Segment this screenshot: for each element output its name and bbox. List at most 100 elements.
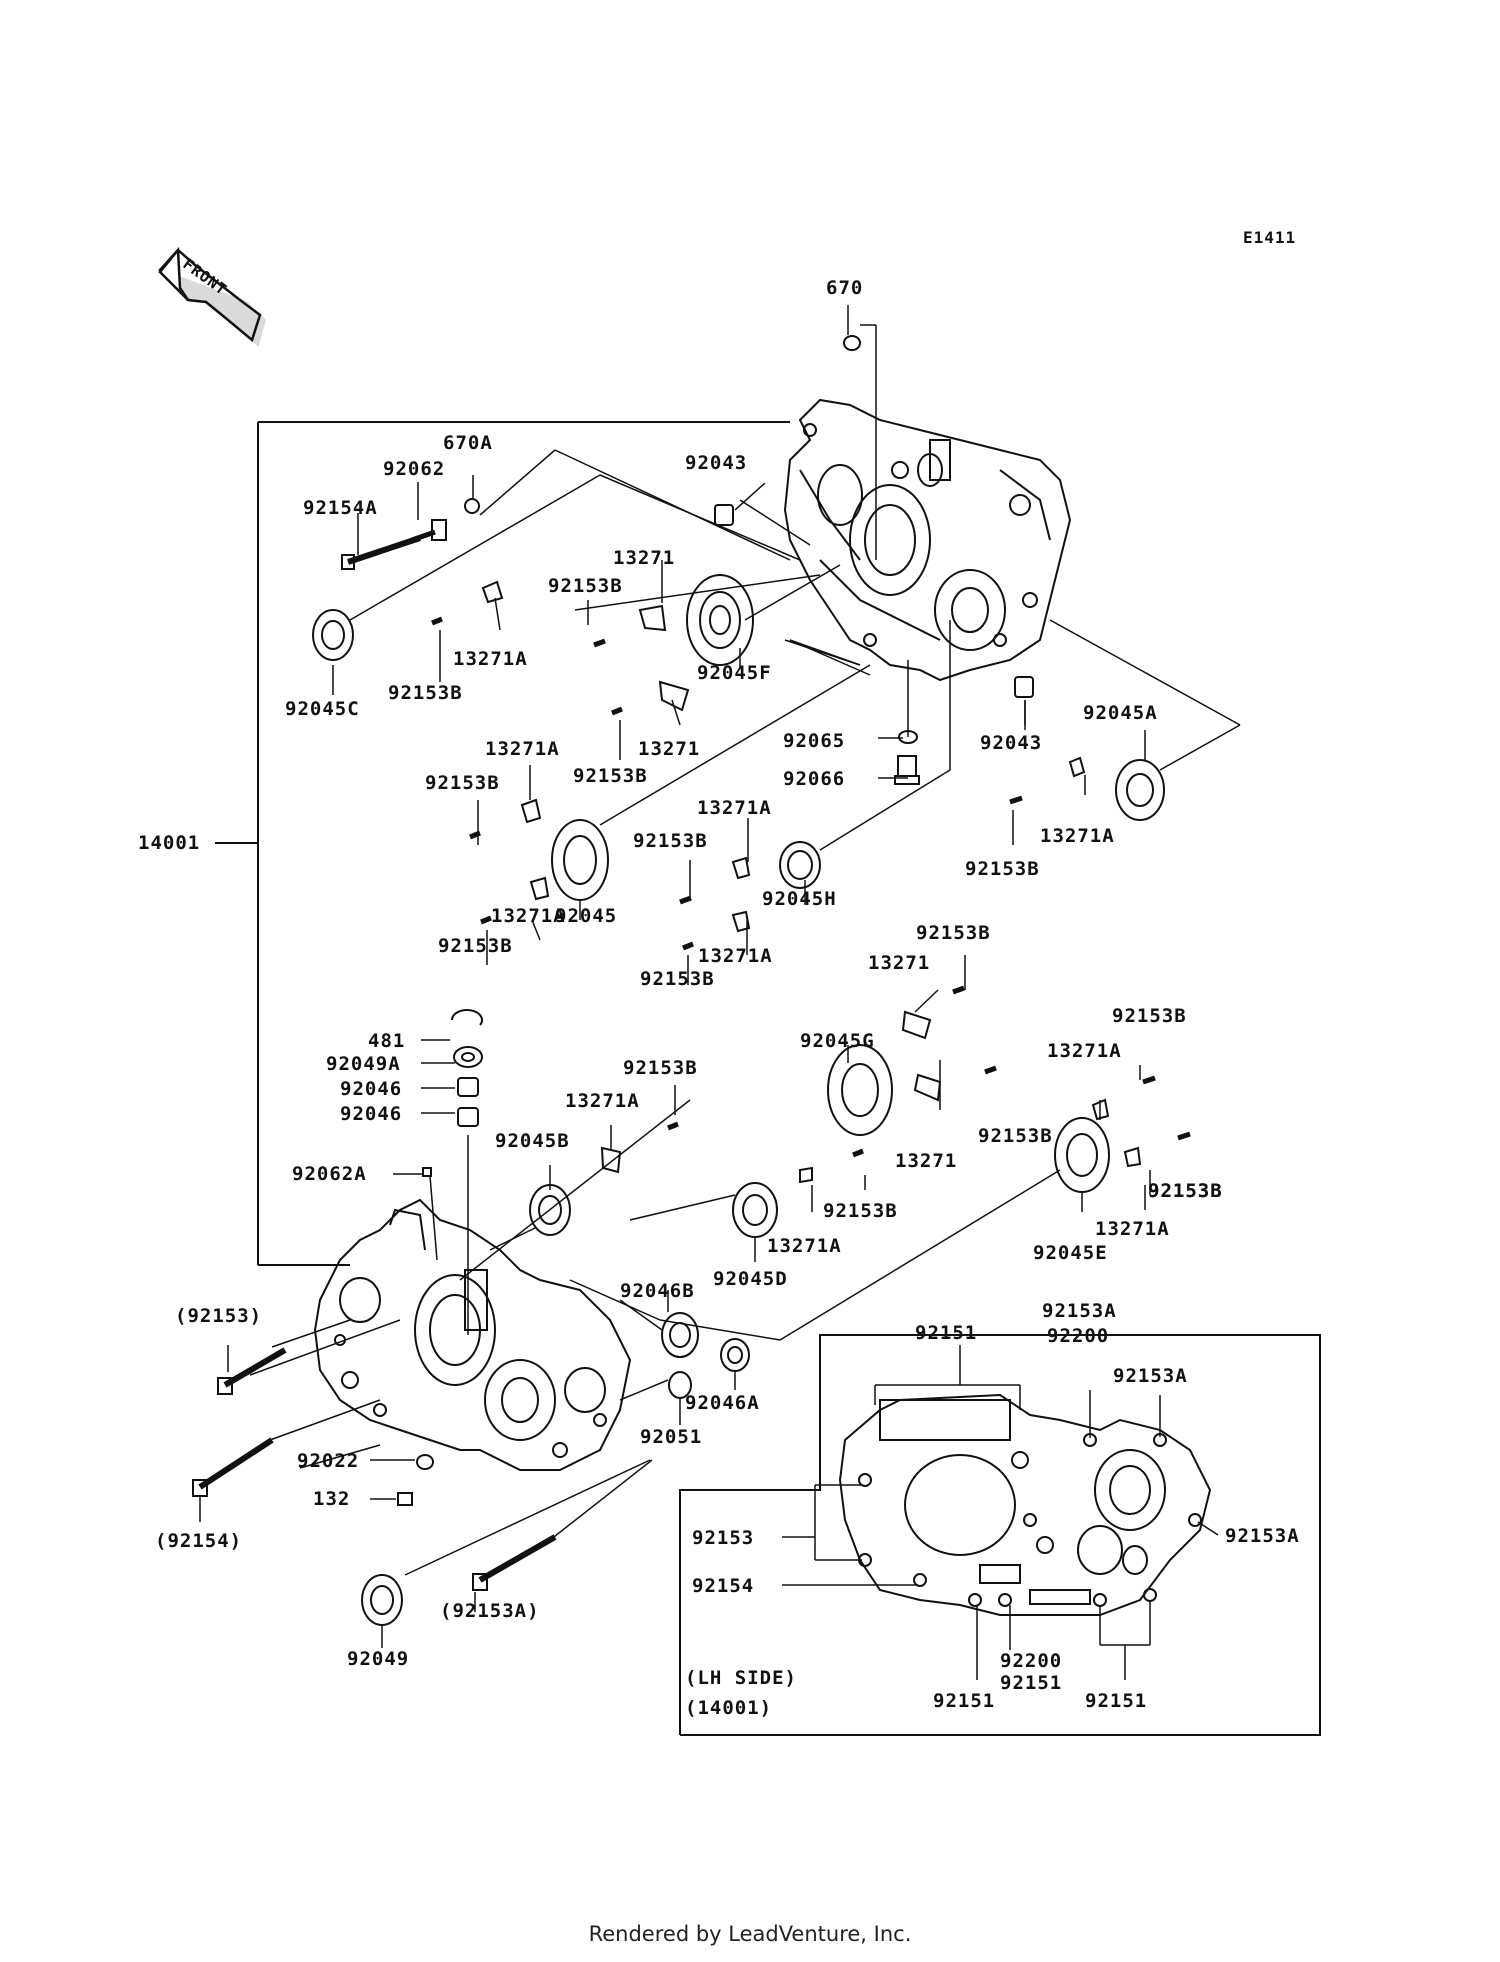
part-label-13271A: 13271A — [453, 648, 528, 670]
part-label-13271A: 13271A — [698, 945, 773, 967]
part-label-92153-paren: (92153) — [175, 1305, 263, 1327]
part-label-92153B: 92153B — [1148, 1180, 1223, 1202]
bolt-92154A-icon — [341, 535, 421, 570]
bolt-92153A-icon — [472, 1534, 557, 1591]
part-label-92049A: 92049A — [326, 1053, 401, 1075]
lh-label-92154: 92154 — [692, 1575, 755, 1597]
part-label-92153B: 92153B — [1148, 1180, 1223, 1202]
lh-label-92151: 92151 — [915, 1322, 978, 1344]
part-label-92153B: 92153B — [965, 858, 1040, 880]
part-label-92046A: 92046A — [685, 1392, 760, 1414]
part-label-13271: 13271 — [868, 952, 931, 974]
lh-label-92200: 92200 — [1047, 1325, 1110, 1347]
part-label-13271: 13271 — [613, 547, 676, 569]
o-ring-670-icon — [843, 335, 861, 351]
part-label-92153B: 92153B — [1112, 1005, 1187, 1027]
bearing-92046A-icon — [720, 1338, 750, 1372]
bolt-92153-icon — [217, 1347, 287, 1395]
part-label-92153B: 92153B — [633, 830, 708, 852]
needle-bearing-92046-icon — [457, 1077, 479, 1127]
part-label-670A: 670A — [443, 432, 493, 454]
part-label-92154-paren: (92154) — [155, 1530, 243, 1552]
part-label-92153B: 92153B — [823, 1200, 898, 1222]
stud-92062-icon — [411, 519, 447, 543]
part-label-13271A: 13271A — [491, 905, 566, 927]
lh-label-92153: 92153 — [692, 1527, 755, 1549]
front-arrow-icon — [158, 246, 267, 347]
plug-132-icon — [397, 1492, 413, 1506]
part-label-13271: 13271 — [638, 738, 701, 760]
lh-side-crankcase — [838, 1393, 1212, 1616]
lh-label-92200: 92200 — [1000, 1650, 1063, 1672]
lh-label-92153A: 92153A — [1042, 1300, 1117, 1322]
left-crankcase-half — [313, 1198, 632, 1471]
assembly-bracket-14001 — [215, 421, 790, 1266]
bolt-92154-icon — [192, 1437, 274, 1497]
bearing-92045A-icon — [1115, 759, 1165, 821]
bearing-92045D-icon — [732, 1182, 778, 1238]
part-label-92153A-paren: (92153A) — [440, 1600, 540, 1622]
part-label-92153B: 92153B — [438, 935, 513, 957]
part-label-92153B: 92153B — [388, 682, 463, 704]
lh-label-92151: 92151 — [1000, 1672, 1063, 1694]
plug-92022-icon — [416, 1454, 434, 1470]
part-label-92045H: 92045H — [762, 888, 837, 910]
part-label-92045E: 92045E — [1033, 1242, 1108, 1264]
part-label-92153B: 92153B — [640, 968, 715, 990]
lh-inset-leaders — [782, 1345, 1219, 1680]
part-label-92045G: 92045G — [800, 1030, 875, 1052]
part-label-92045: 92045 — [555, 905, 618, 927]
part-label-92043: 92043 — [980, 732, 1043, 754]
part-label-132: 132 — [313, 1488, 351, 1510]
lh-side-inset-frame — [679, 1334, 1321, 1736]
part-label-14001: 14001 — [138, 832, 201, 854]
part-label-92045D: 92045D — [713, 1268, 788, 1290]
part-label-92022: 92022 — [297, 1450, 360, 1472]
bearing-92045F-icon — [686, 574, 754, 666]
part-label-92043: 92043 — [685, 452, 748, 474]
part-label-92062A: 92062A — [292, 1163, 367, 1185]
circlip-481-icon — [451, 1009, 483, 1026]
part-label-13271: 13271 — [895, 1150, 958, 1172]
lh-label-92153A: 92153A — [1113, 1365, 1188, 1387]
lh-label-92153A: 92153A — [1225, 1525, 1300, 1547]
part-label-92153B: 92153B — [573, 765, 648, 787]
part-label-92049: 92049 — [347, 1648, 410, 1670]
pin-92062A-icon — [422, 1167, 432, 1177]
part-label-92062: 92062 — [383, 458, 446, 480]
part-label-92153B: 92153B — [623, 1057, 698, 1079]
part-label-481: 481 — [368, 1030, 406, 1052]
label-ticks — [199, 305, 1151, 1648]
leader-lines — [249, 324, 1241, 1576]
seal-92049-icon — [361, 1574, 403, 1626]
part-label-92046: 92046 — [340, 1078, 403, 1100]
bearing-92045G-icon — [827, 1044, 893, 1136]
bearing-92046B-icon — [661, 1312, 699, 1358]
part-label-92046: 92046 — [340, 1103, 403, 1125]
lh-side-ref: (14001) — [685, 1697, 773, 1719]
part-label-92153B: 92153B — [548, 575, 623, 597]
part-label-92045B: 92045B — [495, 1130, 570, 1152]
part-label-13271A: 13271A — [1095, 1218, 1170, 1240]
dowel-92043-icon — [714, 504, 1034, 698]
part-label-92153B: 92153B — [425, 772, 500, 794]
part-label-670: 670 — [826, 277, 864, 299]
part-label-13271A: 13271A — [767, 1235, 842, 1257]
part-label-92153B: 92153B — [916, 922, 991, 944]
part-label-92051: 92051 — [640, 1426, 703, 1448]
bearing-92045E-icon — [1054, 1117, 1110, 1193]
o-ring-670A-icon — [464, 498, 480, 514]
part-label-13271A: 13271A — [697, 797, 772, 819]
lh-label-92151: 92151 — [933, 1690, 996, 1712]
seal-92049A-icon — [453, 1046, 483, 1068]
part-label-92153B: 92153B — [978, 1125, 1053, 1147]
part-label-13271A: 13271A — [1047, 1040, 1122, 1062]
part-label-92066: 92066 — [783, 768, 846, 790]
plug-92066-icon — [894, 755, 920, 785]
part-label-92045F: 92045F — [697, 662, 772, 684]
part-label-13271A: 13271A — [1040, 825, 1115, 847]
plate-and-screw-icons — [431, 580, 1191, 1184]
part-label-92045A: 92045A — [1083, 702, 1158, 724]
